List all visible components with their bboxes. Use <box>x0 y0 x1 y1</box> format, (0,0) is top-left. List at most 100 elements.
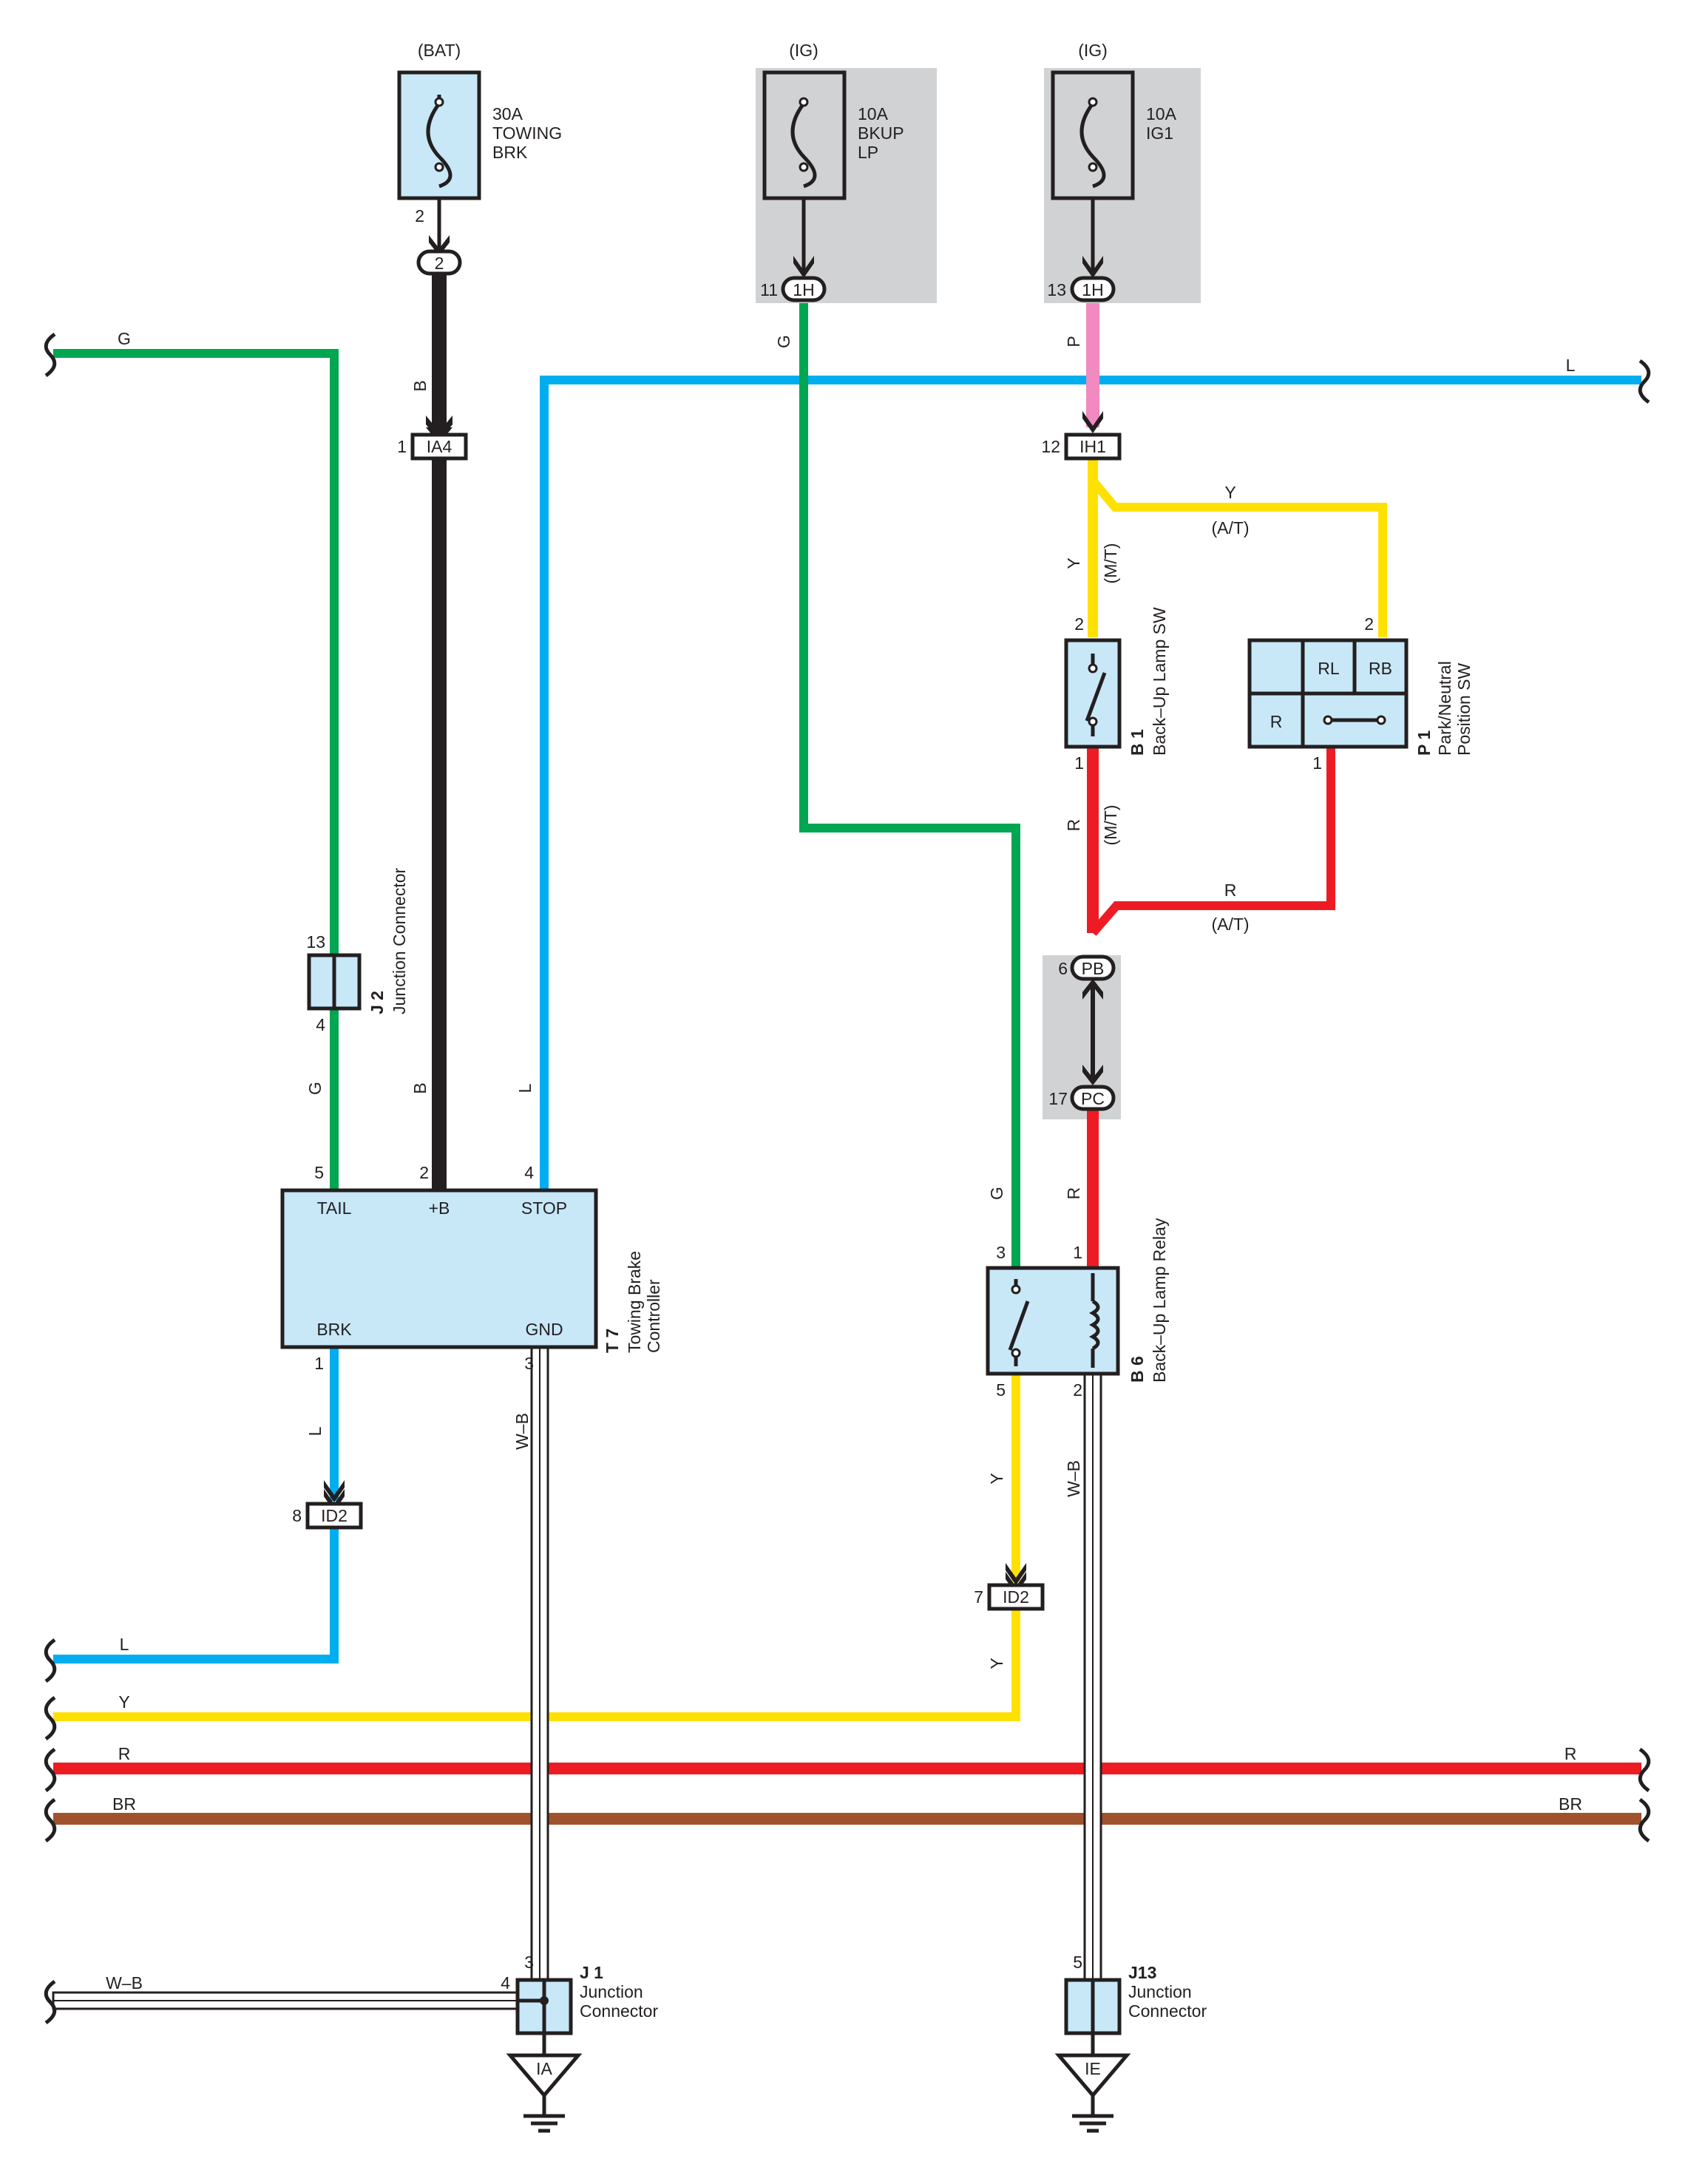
connector-pc-label: PC <box>1081 1089 1105 1108</box>
j13-desc1: Junction <box>1128 1982 1192 2001</box>
wire-r-at <box>1089 748 1335 936</box>
wire-wb-relay <box>1083 1372 1102 1981</box>
connector-ih1 <box>1064 433 1122 461</box>
j1-junction-connector <box>515 1978 573 2055</box>
label-bat: (BAT) <box>418 41 461 60</box>
connector-1h-ig1-label: 1H <box>1082 280 1103 299</box>
connector-1h-bkup-label: 1H <box>793 280 814 299</box>
j2-code: J 2 <box>367 991 387 1014</box>
connector-1h-bkup <box>781 276 827 302</box>
wire-label-r-left: R <box>118 1744 131 1763</box>
fuse-towing-line1: 30A <box>492 104 523 123</box>
wire-label-g-j2: G <box>305 1082 325 1095</box>
t7-pin-gnd: 3 <box>524 1354 534 1373</box>
pin-bkup-11: 11 <box>760 280 778 299</box>
label-ig-left: (IG) <box>789 41 818 60</box>
ground-ie-label: IE <box>1085 2059 1101 2078</box>
j2-pin-4: 4 <box>316 1015 325 1034</box>
wire-label-wb-relay: W–B <box>1064 1460 1083 1497</box>
b6-pin-5: 5 <box>996 1380 1006 1400</box>
wire-label-l-bottom: L <box>120 1635 129 1654</box>
pin-ih1-12: 12 <box>1041 437 1060 456</box>
label-ig-right: (IG) <box>1078 41 1108 60</box>
pin-towing-2: 2 <box>415 206 424 225</box>
ground-ie-icon <box>1054 2053 1131 2133</box>
wire-label-r-relay: R <box>1064 1187 1083 1200</box>
wire-label-br-right: BR <box>1559 1794 1582 1814</box>
t7-code: T 7 <box>603 1329 622 1353</box>
fuse-towing-brk <box>397 70 481 251</box>
wire-label-at-top: (A/T) <box>1211 518 1249 537</box>
connector-pb-label: PB <box>1082 959 1105 978</box>
b1-pin-1: 1 <box>1074 753 1084 773</box>
p1-pin-1: 1 <box>1312 753 1322 773</box>
connector-pb <box>1070 954 1116 981</box>
t7-pin-tail: 5 <box>314 1163 324 1182</box>
j2-desc: Junction Connector <box>390 867 409 1014</box>
p1-terminal-r: R <box>1270 712 1283 731</box>
pin-pb-6: 6 <box>1058 959 1068 978</box>
b6-pin-2: 2 <box>1073 1380 1082 1400</box>
t7-pin-stop: 4 <box>524 1163 534 1182</box>
t7-desc1: Towing Brake <box>625 1251 644 1353</box>
b6-code: B 6 <box>1128 1356 1147 1383</box>
connector-id2-right <box>987 1583 1045 1611</box>
t7-terminal-brk: BRK <box>316 1320 352 1339</box>
fuse-bkup-line1: 10A <box>858 104 889 123</box>
wire-label-p: P <box>1064 336 1083 347</box>
wire-wb-left <box>52 1991 519 2010</box>
wire-label-r-right: R <box>1565 1744 1577 1763</box>
wire-label-y-id2: Y <box>987 1658 1006 1669</box>
b1-code: B 1 <box>1128 729 1147 756</box>
wire-label-r-at: R <box>1224 881 1237 900</box>
ig1-fuse-shade <box>1044 68 1201 303</box>
wire-label-l-top: L <box>1566 356 1576 375</box>
j2-pin-13: 13 <box>306 932 325 952</box>
t7-terminal-plus-b: +B <box>429 1198 450 1218</box>
connector-pc <box>1070 1085 1116 1111</box>
j13-desc2: Connector <box>1128 2001 1207 2021</box>
ground-ia-label: IA <box>536 2059 552 2078</box>
fuse-bkup-lp <box>762 70 847 274</box>
wire-label-g-relay: G <box>987 1187 1006 1200</box>
b6-pin-3: 3 <box>996 1243 1006 1262</box>
connector-2-label: 2 <box>435 254 444 273</box>
ground-ia-icon <box>506 2053 583 2133</box>
connector-ia4 <box>410 433 468 461</box>
p1-pin-2: 2 <box>1364 614 1374 634</box>
connector-id2-left-label: ID2 <box>321 1506 348 1525</box>
wire-label-mt-bottom: (M/T) <box>1101 805 1120 846</box>
j1-pin-3: 3 <box>524 1953 534 1972</box>
fuse-ig1 <box>1051 70 1135 274</box>
t7-pin-plus-b: 2 <box>419 1163 429 1182</box>
wire-label-wb-left: W–B <box>106 1973 143 1993</box>
wire-label-g-bkup: G <box>774 335 793 348</box>
p1-desc2: Position SW <box>1454 662 1474 756</box>
wire-y-at <box>1089 478 1387 637</box>
pin-id2-7: 7 <box>974 1587 983 1607</box>
connector-ih1-label: IH1 <box>1079 437 1106 456</box>
b6-desc: Back–Up Lamp Relay <box>1150 1218 1169 1383</box>
wire-label-b-lower: B <box>410 1082 430 1093</box>
fuse-towing-line2: TOWING <box>492 123 562 143</box>
connector-ia4-label: IA4 <box>427 437 452 456</box>
wire-l-top <box>540 376 1641 1190</box>
wire-y-bottom <box>53 1606 1020 1721</box>
backup-lamp-switch <box>1064 638 1122 749</box>
connector-id2-right-label: ID2 <box>1003 1587 1029 1607</box>
j1-desc2: Connector <box>580 2001 658 2021</box>
j13-code: J13 <box>1128 1963 1156 1982</box>
wire-label-r-mt: R <box>1064 819 1083 832</box>
t7-desc2: Controller <box>644 1279 663 1353</box>
t7-terminal-gnd: GND <box>525 1320 563 1339</box>
connector-2 <box>416 249 462 276</box>
j13-junction-connector <box>1064 1978 1122 2055</box>
pin-ig1-13: 13 <box>1047 280 1066 299</box>
j1-desc1: Junction <box>580 1982 643 2001</box>
towing-brake-controller <box>280 1188 598 1349</box>
pin-id2-8: 8 <box>292 1506 302 1525</box>
wire-label-mt-top: (M/T) <box>1101 543 1120 584</box>
pin-ia4-1: 1 <box>397 437 407 456</box>
p1-desc1: Park/Neutral <box>1435 661 1454 756</box>
